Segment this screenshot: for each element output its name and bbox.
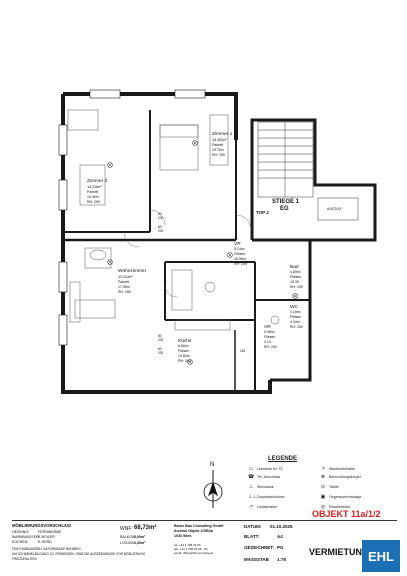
ar-name: AR — [264, 324, 271, 330]
legend-item: ⊥⊥Doppelsteckdose — [248, 494, 285, 500]
svg-text:RH: 259: RH: 259 — [290, 285, 303, 289]
svg-text:Fliesen: Fliesen — [290, 315, 301, 319]
svg-text:5,14m²: 5,14m² — [234, 247, 246, 251]
elevator — [317, 197, 359, 221]
zimmer2-name: Zimmer 2 — [87, 178, 108, 184]
electrical-symbols — [107, 140, 298, 365]
kueche-name: Küche — [178, 338, 192, 344]
furniture — [67, 109, 280, 331]
wohnzimmer-name: Wohnzimmer — [118, 268, 147, 274]
top-label: TOP 2 — [256, 210, 269, 215]
dim-label: 162 — [240, 349, 246, 353]
svg-text:4,80m²: 4,80m² — [290, 270, 302, 274]
legend: LEGENDE ▭Leerdose für TV, ↗Wechselschalt… — [248, 456, 398, 520]
svg-text:17.98m: 17.98m — [118, 285, 130, 289]
dim-label: 200 — [158, 351, 164, 355]
object-number: OBJEKT 11a/1/2 — [312, 509, 381, 519]
company-name: Bauer Bau Consulting GmbH — [174, 524, 224, 528]
svg-text:Fliesen: Fliesen — [234, 252, 245, 256]
ceiling-light-icon: ⊗ — [320, 474, 326, 480]
wnf-label: WNF: — [120, 526, 133, 532]
north-label: N — [210, 462, 214, 468]
svg-text:RH: 259: RH: 259 — [212, 153, 225, 157]
zimmer1-name: Zimmer 1 — [212, 131, 233, 137]
dim-label: 200 — [158, 229, 164, 233]
bed-zimmer1 — [159, 124, 199, 171]
rental-label: VERMIETUNG — [309, 547, 370, 557]
svg-text:RH: 259: RH: 259 — [234, 262, 247, 266]
doors — [123, 209, 252, 298]
bad-name: Bad — [290, 264, 299, 270]
date-value: 01.10.2025 — [270, 524, 293, 529]
svg-text:0,96m²: 0,96m² — [264, 330, 276, 334]
svg-text:Fliesen: Fliesen — [264, 335, 275, 339]
svg-text:16.98m: 16.98m — [234, 257, 246, 261]
elevator-label: AUFZUG — [327, 207, 342, 211]
title-block: MÖBLIERUNGSVORSCHLAG! HEIZUNG: FERNWÄRME… — [12, 520, 397, 571]
dim-label: 200 — [158, 216, 164, 220]
furnishing-title: MÖBLIERUNGSVORSCHLAG! — [12, 523, 72, 528]
legend-item: ⊥Steckdose — [248, 484, 274, 490]
legend-title: LEGENDE — [268, 456, 298, 462]
svg-text:19,51m²: 19,51m² — [118, 274, 133, 279]
light-switch-icon: ↗ — [248, 504, 254, 510]
smoke-detector-icon: ◎ — [320, 504, 326, 510]
svg-text:Parkett: Parkett — [212, 143, 223, 147]
svg-text:Parkett: Parkett — [87, 190, 98, 194]
sofa — [74, 299, 116, 319]
svg-text:4.34m: 4.34m — [290, 320, 300, 324]
legend-item: ▣Gegensprechanlage — [320, 494, 362, 500]
room-labels: Zimmer 1 14,82m² Parkett 15.78m RH: 259 … — [87, 131, 342, 363]
dim-label: 80 — [158, 347, 162, 351]
stair-floor: EG — [280, 206, 289, 212]
tv-socket-icon: ▭ — [248, 466, 254, 472]
legend-item: ⊗Beleuchtungskörper — [320, 474, 361, 480]
switch-icon: ↗ — [320, 466, 326, 472]
svg-text:15.78m: 15.78m — [212, 148, 224, 152]
legend-item: ⊙Taster — [320, 484, 339, 490]
wc-name: WC — [290, 304, 299, 310]
button-icon: ⊙ — [320, 484, 326, 490]
svg-text:RH: 259: RH: 259 — [290, 325, 303, 329]
svg-text:RH: 260: RH: 260 — [118, 290, 131, 294]
dim-label: 80 — [158, 225, 162, 229]
svg-text:RH: 260: RH: 260 — [178, 359, 191, 363]
vr-name: VR — [234, 241, 241, 247]
staircase — [257, 121, 359, 221]
ehl-logo: EHL — [362, 540, 400, 572]
svg-text:RH: 260: RH: 260 — [264, 345, 277, 349]
wnf-value: 68,73m² — [134, 525, 157, 531]
legend-item: ☎Tel.-Anschluss — [248, 474, 281, 480]
phone-icon: ☎ — [248, 474, 255, 480]
svg-text:18.39: 18.39 — [290, 280, 299, 284]
svg-text:10.50m: 10.50m — [178, 354, 190, 358]
dim-label: 80 — [158, 212, 162, 216]
svg-text:6,66m²: 6,66m² — [178, 344, 190, 348]
svg-text:Fliesen: Fliesen — [290, 275, 301, 279]
double-socket-icon: ⊥⊥ — [248, 494, 257, 500]
socket-icon: ⊥ — [248, 484, 254, 490]
legend-item: ↗Lichtschalter — [248, 504, 278, 510]
kitchen-counter — [174, 319, 231, 331]
legend-item: ↗Wechselschalter — [320, 466, 356, 472]
svg-text:15.46m: 15.46m — [87, 195, 99, 199]
svg-text:1,15m²: 1,15m² — [290, 310, 302, 314]
bathtub — [171, 269, 193, 311]
windows — [58, 89, 206, 346]
svg-text:RH: 259: RH: 259 — [87, 200, 100, 204]
dim-label: 80 — [158, 334, 162, 338]
svg-text:Parkett: Parkett — [118, 280, 129, 284]
svg-text:Fliesen: Fliesen — [178, 349, 189, 353]
north-arrow: N — [203, 462, 223, 508]
legend-item: ◎Rauchmelder — [320, 504, 351, 510]
intercom-icon: ▣ — [320, 494, 326, 500]
svg-text:4.10: 4.10 — [264, 340, 271, 344]
dim-label: 200 — [158, 338, 164, 342]
legend-item: ▭Leerdose für TV, — [248, 466, 284, 472]
stair-label: STIEGE 1 — [272, 199, 300, 205]
svg-text:14,82m²: 14,82m² — [212, 137, 227, 142]
svg-text:14,54m²: 14,54m² — [87, 184, 102, 189]
